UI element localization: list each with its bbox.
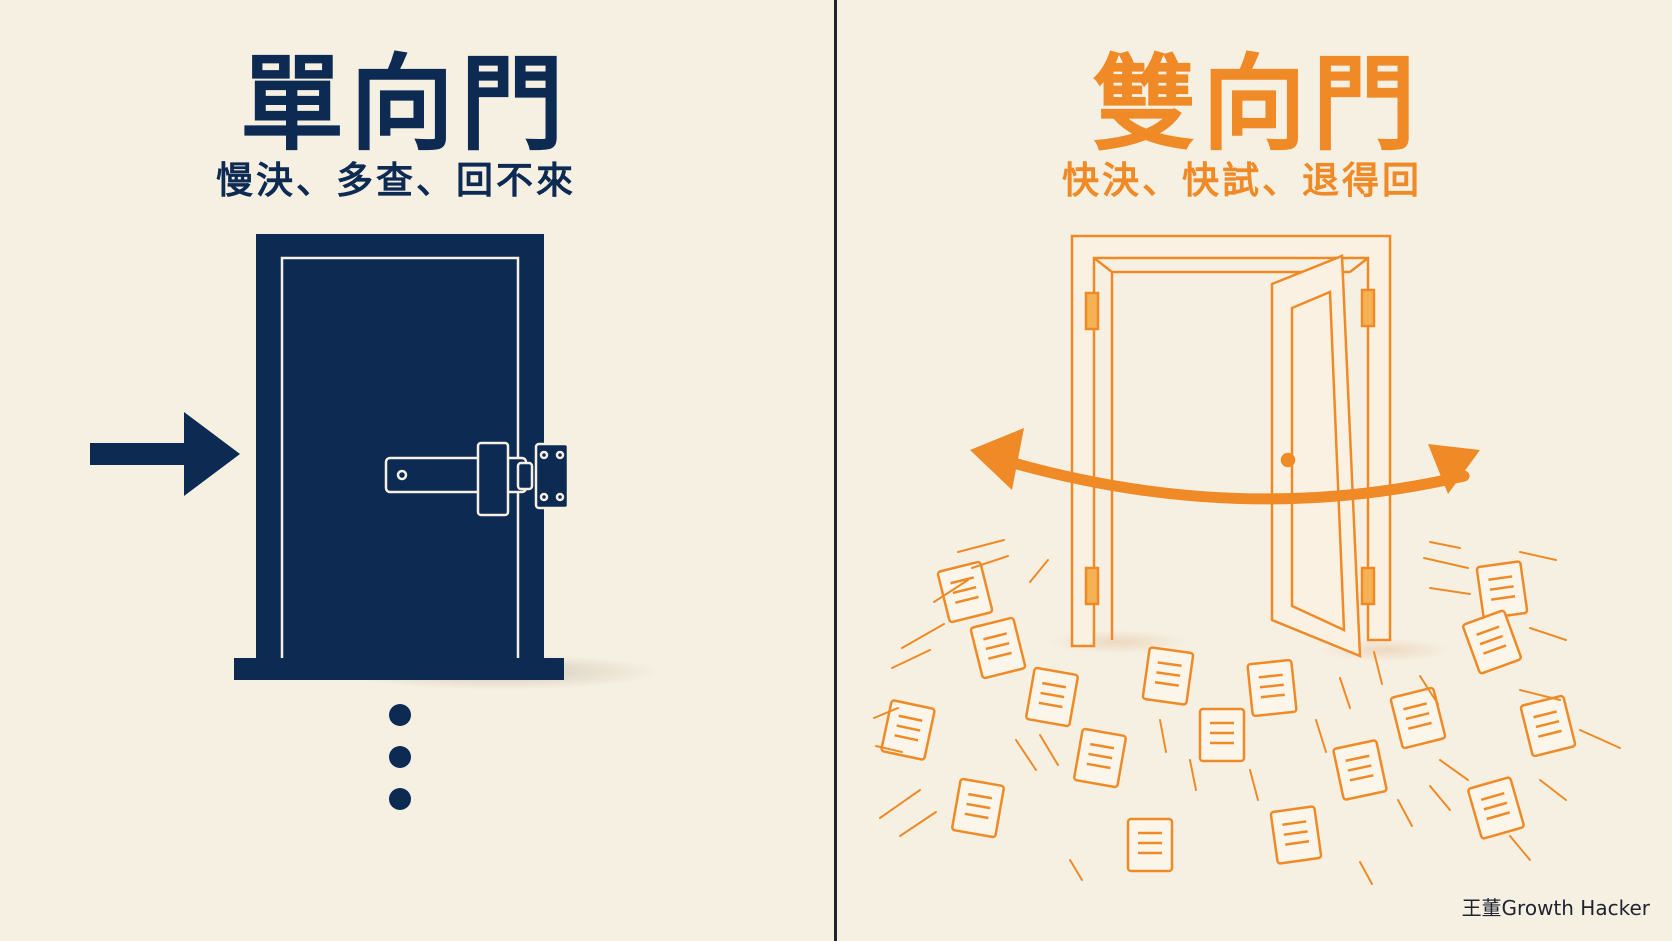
two-way-door-subtitle: 快決、快試、退得回	[1062, 159, 1422, 202]
double-arrow-icon	[970, 428, 1480, 505]
author-credit: 王董Growth Hacker	[1461, 896, 1650, 920]
document-icon	[1198, 707, 1246, 763]
open-door-icon	[1070, 234, 1392, 658]
document-icon	[1466, 775, 1526, 841]
document-scatter	[879, 559, 1577, 873]
arrow-right-icon	[90, 412, 240, 496]
document-icon	[1141, 645, 1195, 707]
document-icon	[1269, 804, 1323, 866]
document-icon	[1246, 658, 1298, 718]
document-icon	[879, 698, 937, 762]
lock-latch-icon	[384, 441, 570, 517]
center-divider	[834, 0, 837, 941]
document-icon	[1519, 694, 1577, 758]
ellipsis-dots-icon	[389, 704, 411, 810]
document-icon	[950, 777, 1006, 839]
one-way-door-subtitle: 慢決、多查、回不來	[216, 159, 576, 202]
document-icon	[1126, 817, 1174, 873]
document-icon	[1389, 686, 1447, 750]
motion-lines	[873, 539, 1621, 885]
two-way-door-title: 雙向門	[1092, 43, 1423, 165]
document-icon	[1331, 738, 1389, 802]
document-icon	[1024, 666, 1080, 728]
document-icon	[1072, 727, 1128, 789]
document-icon	[936, 560, 994, 624]
document-icon	[1461, 608, 1523, 676]
document-icon	[969, 616, 1027, 680]
one-way-door-title: 單向門	[240, 43, 571, 165]
